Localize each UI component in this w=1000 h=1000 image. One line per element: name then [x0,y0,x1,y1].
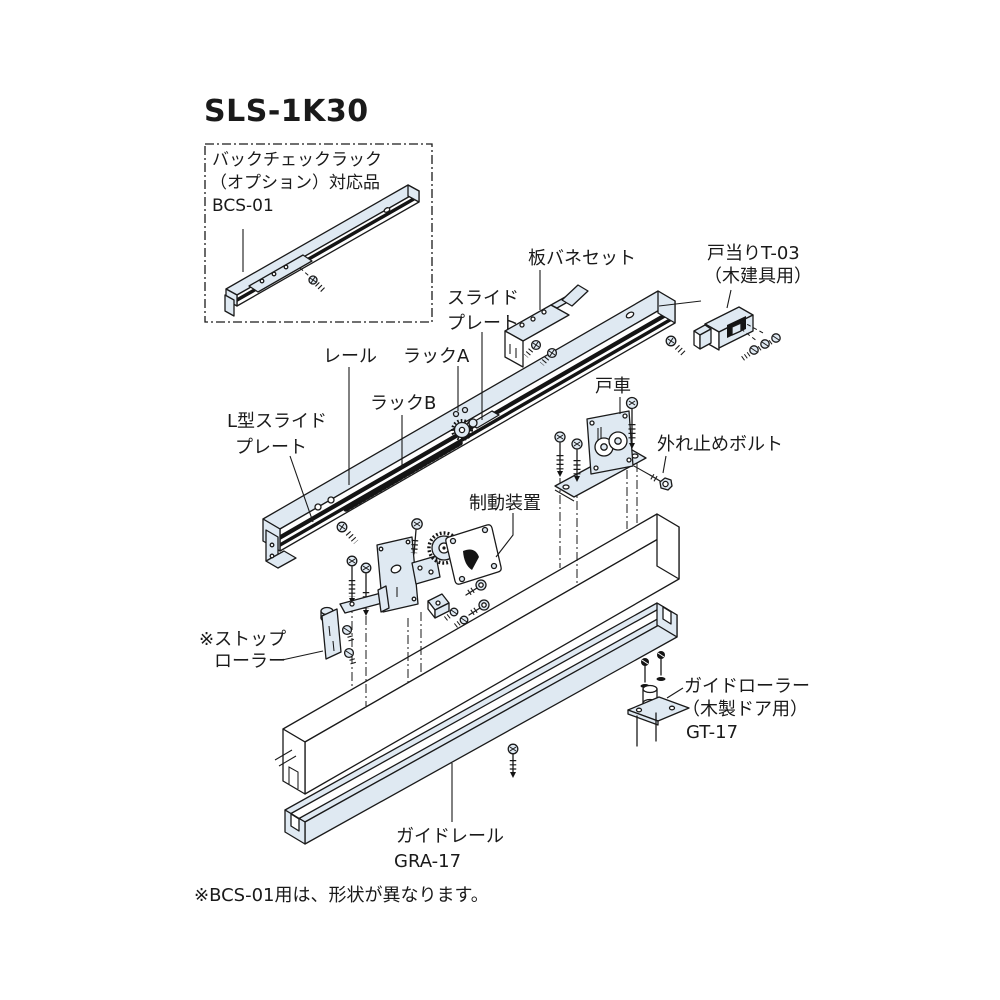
label-slide-plate-1: スライド [447,288,519,309]
door-roller-screw-left1 [554,431,566,477]
label-guide-rail-1: ガイドレール [396,826,504,847]
label-brake-unit: 制動装置 [469,493,541,514]
label-slide-plate-2: プレート [447,313,519,334]
label-l-slide-plate-2: プレート [235,437,307,458]
footnote: ※BCS-01用は、形状が異なります。 [194,885,489,906]
retaining-bolt [633,465,673,491]
guide-roller-gt17 [627,651,690,747]
inset-box-border [204,143,433,323]
label-rack-b: ラックB [370,393,437,414]
inset-box-line3: BCS-01 [212,196,274,216]
brake-small-screws [442,607,469,629]
rail-right-screw [665,335,688,358]
brake-angle-block [427,593,450,619]
rack-a-pinion [451,406,478,441]
brake-bolt-1 [465,579,487,597]
label-guide-roller-1: ガイドローラー [684,676,810,697]
label-retaining-bolt: 外れ止めボルト [657,434,783,455]
leader-lines [281,270,732,822]
brake-bolt-2 [468,599,490,617]
label-rail: レール [323,346,377,367]
beam-screw [507,743,519,778]
label-door-roller: 戸車 [595,376,631,397]
stop-roller-part [320,585,390,667]
main-rail [262,290,702,552]
label-stop-roller-2: ローラー [214,651,286,672]
l-slide-plate-part [265,521,359,569]
spring-flag [561,284,589,307]
gt17-screws [640,651,666,688]
stop-roller-screws [341,624,357,667]
label-guide-rail-2: GRA-17 [394,851,462,872]
spring-screw-2 [539,347,558,366]
inset-box-line1: バックチェックラック [212,150,382,170]
inset-screw [308,275,325,292]
rail-hole [625,311,635,319]
door-roller-screw-left2 [571,438,583,482]
label-l-slide-plate-1: L型スライド [227,411,328,432]
label-stop-roller-1: ※ストップ [199,629,287,650]
door-stop-screws [740,333,781,362]
label-guide-roller-3: GT-17 [686,722,739,743]
beam-groove [288,766,299,789]
label-door-stop-2: （木建具用） [704,266,812,287]
inset-box-line2: （オプション）対応品 [210,173,380,193]
brake-screw-top [410,518,423,555]
guide-rail-gra17 [284,602,678,845]
plate-spring-set [504,284,589,368]
inset-option-box [204,143,433,323]
door-stop-t03 [693,306,781,362]
rack-b-teeth [343,440,463,512]
rail-left-screw [336,521,359,544]
page-title: SLS-1K30 [204,94,369,129]
door-roller-screw-right [625,396,639,449]
door-roller-assembly [554,396,673,583]
label-plate-spring: 板バネセット [528,248,636,269]
door-beam [274,513,680,806]
label-guide-roller-2: （木製ドア用） [682,699,808,720]
spring-screw-1 [523,339,542,358]
label-door-stop-1: 戸当りT-03 [707,243,800,264]
label-rack-a: ラックA [403,346,470,367]
